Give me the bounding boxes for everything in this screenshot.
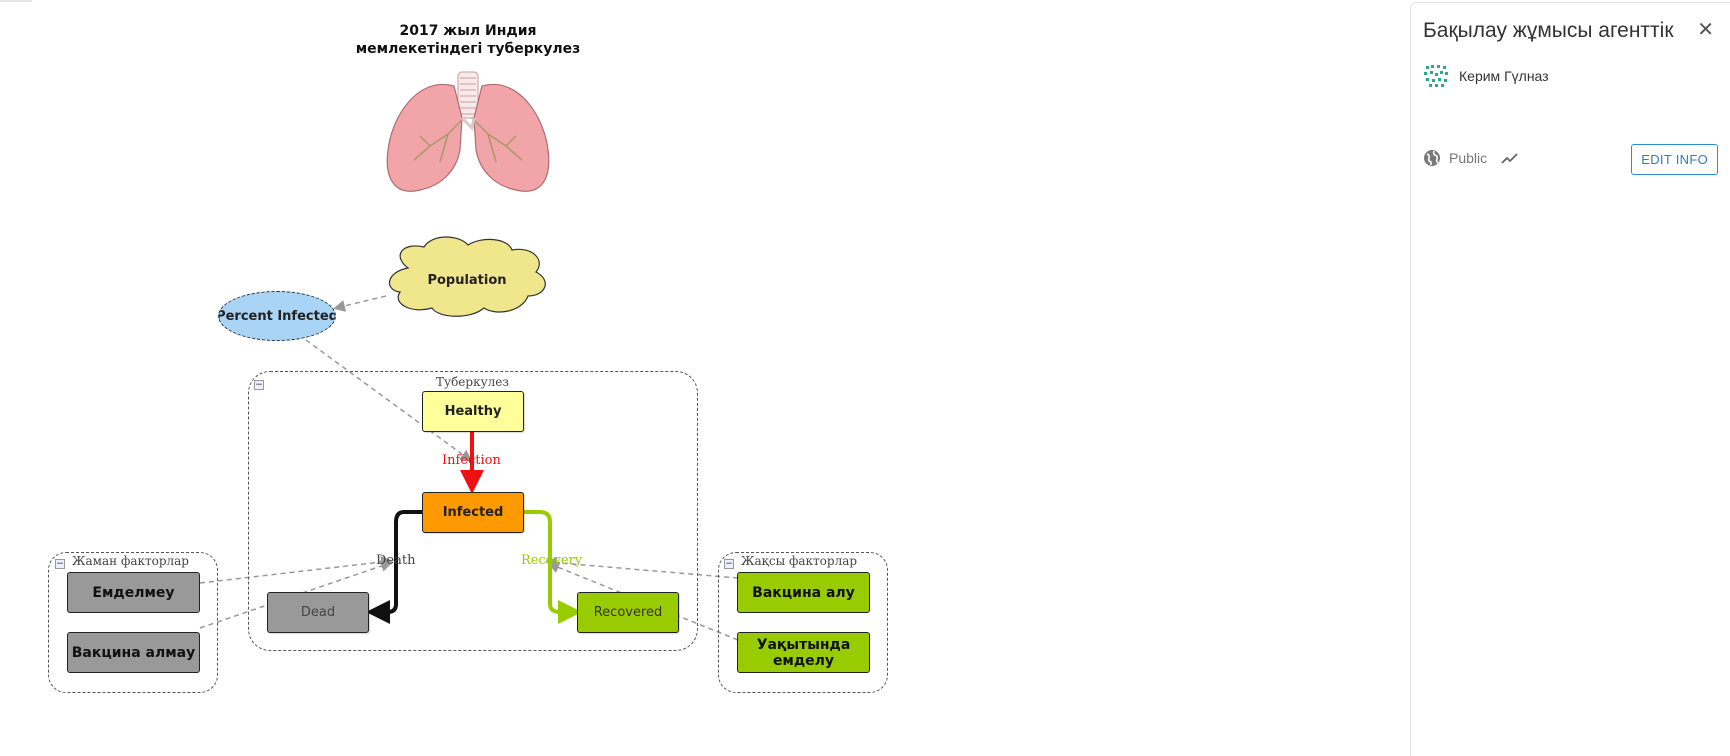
author-avatar-icon xyxy=(1424,65,1448,87)
factor-emdelmeu-label: Емделмеу xyxy=(92,584,175,601)
lungs-illustration xyxy=(386,71,550,192)
percent-infected-label: Percent Infected xyxy=(218,308,336,324)
factor-vaccina-alu-label: Вакцина алу xyxy=(752,584,855,601)
collapse-main-folder-button[interactable]: − xyxy=(254,380,264,390)
stock-infected[interactable]: Infected xyxy=(422,492,524,533)
edit-info-button[interactable]: EDIT INFO xyxy=(1631,144,1718,175)
title-line-1: 2017 жыл Индия xyxy=(399,23,537,39)
collapse-bad-factors-button[interactable]: − xyxy=(55,559,65,569)
author-row[interactable]: Керим Гүлназ xyxy=(1423,63,1549,89)
link-population-percent[interactable] xyxy=(333,295,387,312)
flow-recovery-label[interactable]: Recovery xyxy=(521,553,583,568)
model-canvas[interactable]: 2017 жыл Индия мемлекетіндегі туберкулез… xyxy=(0,0,1410,756)
tuberculosis-folder[interactable] xyxy=(248,371,698,651)
flow-death-line[interactable] xyxy=(366,510,422,624)
link-percent-infection[interactable] xyxy=(305,339,473,462)
close-icon[interactable]: ✕ xyxy=(1697,17,1714,41)
good-factors-folder[interactable] xyxy=(718,552,888,693)
flow-infection-label[interactable]: Infection xyxy=(442,453,501,468)
diagram-title: 2017 жыл Индия мемлекетіндегі туберкулез xyxy=(340,22,596,58)
stock-healthy[interactable]: Healthy xyxy=(422,391,524,432)
good-factors-label: Жақсы факторлар xyxy=(741,554,858,568)
link-emdelmeu-death[interactable] xyxy=(199,556,393,584)
visibility-row: Public xyxy=(1423,149,1519,167)
percent-infected-variable[interactable]: Percent Infected xyxy=(218,291,336,341)
trend-icon[interactable] xyxy=(1501,151,1519,165)
factor-vaccina-almau[interactable]: Вакцина алмау xyxy=(67,632,200,673)
stock-dead-label: Dead xyxy=(300,604,336,620)
globe-icon xyxy=(1424,150,1440,166)
factor-emdelmeu[interactable]: Емделмеу xyxy=(67,572,200,613)
model-info-panel: Бақылау жұмысы агенттік ✕ Керим Гүлназ P… xyxy=(1410,2,1730,756)
bad-factors-label: Жаман факторлар xyxy=(72,554,189,568)
population-label[interactable]: Population xyxy=(427,273,507,288)
factor-uakytynda-emdelu[interactable]: Уақытында емделу xyxy=(737,632,870,673)
factor-vaccina-alu[interactable]: Вакцина алу xyxy=(737,572,870,613)
collapse-good-factors-button[interactable]: − xyxy=(724,559,734,569)
tuberculosis-folder-label: Туберкулез xyxy=(436,375,509,389)
stock-healthy-label: Healthy xyxy=(444,403,502,419)
links-layer xyxy=(199,71,739,641)
stock-dead[interactable]: Dead xyxy=(267,592,369,633)
author-name[interactable]: Керим Гүлназ xyxy=(1459,68,1549,84)
top-edge-mark xyxy=(0,0,32,2)
factor-uakytynda-emdelu-label: Уақытында емделу xyxy=(756,636,851,669)
stock-recovered[interactable]: Recovered xyxy=(577,592,679,633)
stock-recovered-label: Recovered xyxy=(593,604,663,620)
flow-recovery-line[interactable] xyxy=(522,510,582,624)
population-cloud-shape[interactable] xyxy=(389,236,546,317)
visibility-label: Public xyxy=(1449,150,1488,166)
flow-death-label[interactable]: Death xyxy=(376,553,416,568)
bad-factors-folder[interactable] xyxy=(48,552,218,693)
panel-title: Бақылау жұмысы агенттік xyxy=(1423,19,1674,42)
factor-vaccina-almau-label: Вакцина алмау xyxy=(71,644,196,661)
title-line-2: мемлекетіндегі туберкулез xyxy=(355,41,581,57)
stock-infected-label: Infected xyxy=(442,504,504,520)
link-vaccina-alu-recovery[interactable] xyxy=(545,556,739,579)
